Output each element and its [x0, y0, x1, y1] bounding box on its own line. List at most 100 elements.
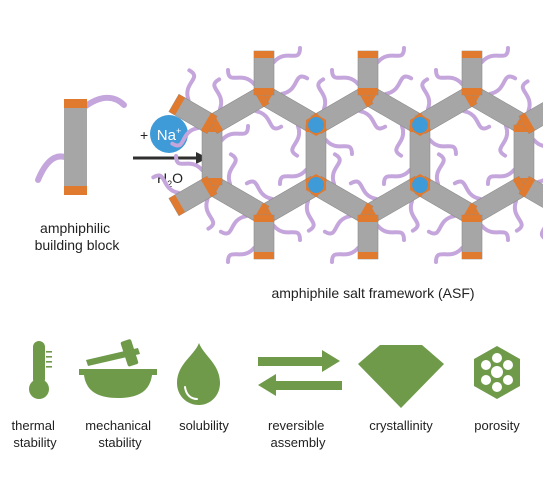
hydrophobic-tail — [462, 109, 492, 131]
hydrophobic-tail — [330, 152, 342, 186]
hydrophobic-tail — [277, 168, 308, 186]
hydrophobic-tail — [531, 138, 543, 148]
sodium-node — [308, 117, 325, 133]
property-label-line: mechanical — [85, 418, 151, 433]
hydrophobic-tail — [394, 124, 406, 158]
hydrophobic-tail — [330, 246, 360, 264]
hydrophobic-tail — [218, 214, 249, 236]
anionic-cap — [254, 252, 274, 259]
hydrophobic-tail — [212, 77, 224, 111]
framework-rod — [168, 93, 218, 135]
framework-rod — [518, 93, 543, 135]
hydrophobic-tail — [383, 74, 414, 96]
anionic-cap — [64, 186, 87, 195]
hydrophobic-tail — [254, 109, 284, 131]
framework-rod — [461, 214, 483, 260]
thermometer-icon — [29, 341, 52, 399]
hydrophobic-tail — [480, 46, 510, 64]
hydrophobic-tail — [498, 124, 510, 158]
property-label-line: crystallinity — [369, 418, 433, 433]
anionic-cap — [358, 252, 378, 259]
building-block-label-line: amphiphilic — [40, 220, 110, 236]
hydrophobic-tail — [358, 109, 388, 131]
property-label: reversible assembly — [268, 418, 328, 450]
hydrophobic-tail — [170, 126, 200, 148]
anionic-cap — [462, 88, 482, 95]
pores-hexagon-icon — [474, 346, 520, 399]
building-block-label: amphiphilic building block — [35, 220, 121, 253]
hydrophobic-tail — [272, 46, 302, 64]
framework-rod — [357, 50, 379, 96]
framework-rod — [201, 124, 223, 186]
solvent-o: O — [172, 170, 183, 186]
anionic-cap — [462, 252, 482, 259]
anionic-cap — [200, 112, 218, 134]
framework-rod — [253, 214, 275, 260]
sodium-node — [308, 177, 325, 193]
hydrophobic-tail — [279, 74, 310, 96]
framework-nodes — [306, 114, 431, 196]
property-label-line: stability — [13, 435, 57, 450]
reaction-arrow-group: + Na+ H2O — [133, 115, 208, 189]
hydrophobic-tail — [220, 124, 251, 142]
hydrophobic-tail — [427, 138, 458, 156]
property-label-line: porosity — [474, 418, 520, 433]
building-block-label-line: building block — [35, 237, 121, 253]
framework-label: amphiphile salt framework (ASF) — [271, 285, 474, 301]
reversible-arrows-icon — [258, 350, 342, 396]
hydrophobic-tail — [330, 68, 360, 86]
hydrophobic-tail — [151, 173, 181, 195]
hydrophobic-tail — [204, 197, 216, 231]
hydrophobic-tail — [226, 246, 256, 264]
hydrophobic-tail — [381, 168, 412, 186]
hydrophobic-tail — [316, 77, 328, 111]
property-label: solubility — [179, 418, 229, 433]
anionic-cap — [254, 215, 274, 222]
hydrophobic-tail — [244, 179, 274, 201]
mortar-pestle-icon — [79, 339, 157, 398]
anionic-cap — [254, 51, 274, 58]
anionic-cap — [200, 176, 218, 198]
framework-rod — [168, 175, 218, 217]
rod-body — [64, 108, 87, 187]
hydrophobic-tail — [426, 214, 457, 236]
anionic-cap — [358, 88, 378, 95]
hydrophobic-tail — [376, 224, 406, 242]
anionic-cap — [518, 112, 536, 134]
anionic-cap — [358, 51, 378, 58]
anionic-cap — [462, 215, 482, 222]
framework-rod — [518, 175, 543, 217]
property-label-line: solubility — [179, 418, 229, 433]
hydrophobic-tail — [536, 178, 543, 184]
property-label-line: reversible — [268, 418, 324, 433]
hydrophobic-tail — [434, 152, 446, 186]
framework-rods — [168, 50, 543, 260]
hydrophobic-tail — [226, 152, 238, 186]
hydrophobic-tail — [420, 77, 432, 111]
hydrophobic-tail — [226, 68, 256, 86]
hydrophobic-tail — [185, 68, 197, 102]
hydrophobic-tail — [487, 74, 518, 96]
hydrophobic-tail — [80, 94, 127, 111]
solvent-label: H2O — [157, 170, 183, 189]
property-label-line: thermal — [12, 418, 55, 433]
building-block-diagram — [35, 94, 127, 195]
anionic-cap — [518, 176, 536, 198]
hydrophobic-tail — [485, 168, 516, 186]
hydrophobic-tail — [272, 224, 302, 242]
property-label: mechanical stability — [85, 418, 154, 450]
property-label: thermal stability — [12, 418, 59, 450]
framework-rod — [253, 50, 275, 96]
solvent-subscript: 2 — [167, 179, 172, 189]
hydrophobic-tail — [376, 46, 406, 64]
framework-tails — [151, 46, 543, 264]
sodium-node — [412, 117, 429, 133]
property-label-line: stability — [98, 435, 142, 450]
anionic-cap — [64, 99, 87, 108]
crystal-icon — [358, 345, 444, 408]
sodium-ion-label: Na+ — [157, 126, 181, 144]
property-label: crystallinity — [369, 418, 433, 433]
hydrophobic-tail — [290, 124, 302, 158]
anionic-cap — [254, 88, 274, 95]
